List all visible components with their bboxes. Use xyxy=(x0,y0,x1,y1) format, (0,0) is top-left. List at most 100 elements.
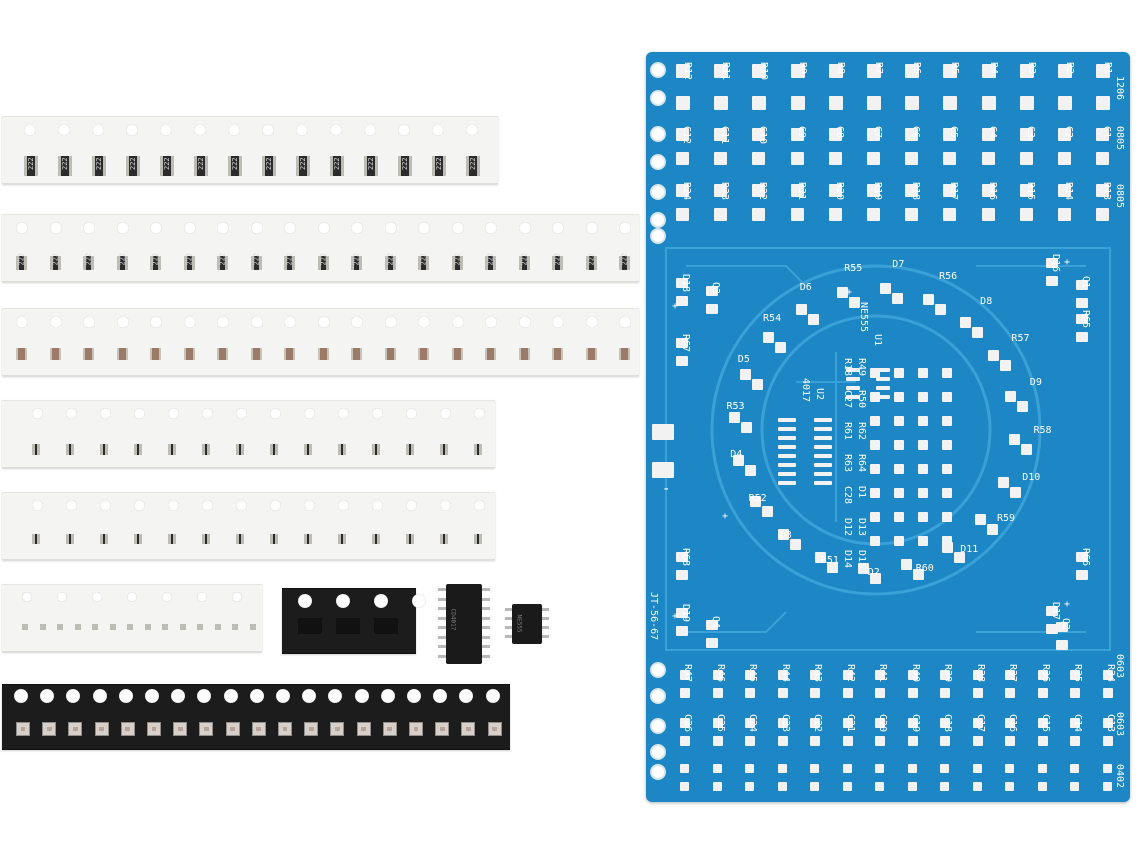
led-part xyxy=(461,722,476,736)
sprocket-hole xyxy=(250,316,263,328)
solder-pad xyxy=(870,464,880,474)
solder-pad xyxy=(744,465,756,477)
solder-pad xyxy=(869,572,881,584)
ic-pin xyxy=(438,616,446,620)
ic-pin xyxy=(482,645,490,648)
solder-pad xyxy=(676,184,689,197)
solder-pad xyxy=(676,278,688,288)
sprocket-hole xyxy=(418,222,430,234)
resistor-part xyxy=(304,534,312,544)
led-part xyxy=(16,722,30,736)
solder-pad xyxy=(778,418,796,422)
led-part xyxy=(42,722,57,736)
solder-pad xyxy=(1019,208,1033,221)
solder-pad xyxy=(1076,570,1088,580)
solder-pad xyxy=(894,392,904,402)
solder-pad xyxy=(1058,96,1072,110)
solder-pad xyxy=(960,316,972,328)
resistor-part: 222 xyxy=(194,156,208,176)
sprocket-hole xyxy=(466,124,478,136)
silkscreen-label: R64 xyxy=(856,454,867,473)
silkscreen-label: C15 xyxy=(1039,714,1051,733)
solder-pad xyxy=(1017,400,1029,412)
solder-pad xyxy=(676,626,688,636)
solder-pad xyxy=(745,670,755,680)
u1-label: U1 xyxy=(872,334,883,347)
tape-resistors-1206 xyxy=(2,116,498,184)
sprocket-hole xyxy=(92,689,107,703)
silkscreen-label: D15 xyxy=(856,550,867,569)
solder-pad xyxy=(1020,444,1032,456)
sprocket-hole xyxy=(217,222,229,234)
capacitor-part xyxy=(619,348,630,360)
solder-pad xyxy=(875,688,885,698)
resistor-part xyxy=(372,534,380,544)
solder-pad xyxy=(1005,782,1014,791)
solder-pad xyxy=(1058,184,1071,197)
silkscreen-label: R40 xyxy=(909,664,921,683)
silkscreen-label: D19 xyxy=(680,604,691,623)
u2-label: U2 xyxy=(814,388,825,401)
sprocket-hole xyxy=(298,594,312,608)
silkscreen-label: R3 xyxy=(1025,62,1037,75)
led-part xyxy=(435,722,450,736)
silkscreen-label: R17 xyxy=(948,182,960,201)
capacitor-part xyxy=(451,348,463,360)
solder-pad xyxy=(1005,390,1017,402)
resistor-part xyxy=(32,534,40,544)
solder-pad xyxy=(814,436,832,440)
solder-pad xyxy=(706,304,718,314)
solder-pad xyxy=(714,128,728,141)
sprocket-hole xyxy=(83,316,95,328)
silkscreen-label: C5 xyxy=(948,126,960,139)
sprocket-hole xyxy=(585,316,598,328)
resistor-part xyxy=(134,444,142,455)
solder-pad xyxy=(875,764,884,773)
solder-pad xyxy=(745,688,755,698)
silkscreen-label: R37 xyxy=(1007,664,1018,683)
solder-pad xyxy=(752,184,766,197)
solder-pad xyxy=(752,208,766,221)
resistor-part xyxy=(74,624,81,630)
sprocket-hole xyxy=(338,500,349,511)
solder-pad xyxy=(676,338,688,348)
sprocket-hole xyxy=(116,316,129,328)
ic-pin xyxy=(542,635,549,638)
mounting-hole xyxy=(650,662,666,678)
resistor-part: 222 xyxy=(619,253,630,270)
solder-pad xyxy=(1058,152,1071,165)
resistor-marking: 222 xyxy=(386,252,394,266)
capacitor-part xyxy=(150,348,161,360)
silkscreen-label: R61 xyxy=(842,422,853,441)
solder-pad xyxy=(918,440,928,450)
silkscreen-label: R5 xyxy=(949,62,961,75)
resistor-part xyxy=(440,444,448,455)
solder-pad xyxy=(1076,314,1088,324)
resistor-part xyxy=(179,624,186,630)
sprocket-hole xyxy=(134,408,145,419)
solder-pad xyxy=(907,782,917,791)
solder-pad xyxy=(676,152,689,165)
solder-pad xyxy=(942,368,952,378)
solder-pad xyxy=(827,562,839,574)
resistor-marking: 222 xyxy=(129,157,137,170)
sprocket-hole xyxy=(66,408,77,419)
sprocket-hole xyxy=(270,408,281,419)
solder-pad xyxy=(998,476,1010,488)
silkscreen-label: R36 xyxy=(1039,664,1051,683)
sprocket-hole xyxy=(150,316,162,328)
solder-pad xyxy=(739,369,751,381)
solder-pad xyxy=(918,512,928,522)
solder-pad xyxy=(1058,128,1071,141)
sprocket-hole xyxy=(262,124,274,136)
resistor-part: 222 xyxy=(518,253,530,270)
solder-pad xyxy=(867,64,881,78)
resistor-part: 222 xyxy=(116,253,128,270)
silkscreen-label: C4 xyxy=(986,126,998,139)
solder-pad xyxy=(981,208,995,221)
sprocket-hole xyxy=(406,500,417,511)
mounting-hole xyxy=(650,228,666,244)
resistor-part: 222 xyxy=(58,156,72,176)
sprocket-hole xyxy=(66,500,77,511)
ic-pin xyxy=(505,626,512,629)
